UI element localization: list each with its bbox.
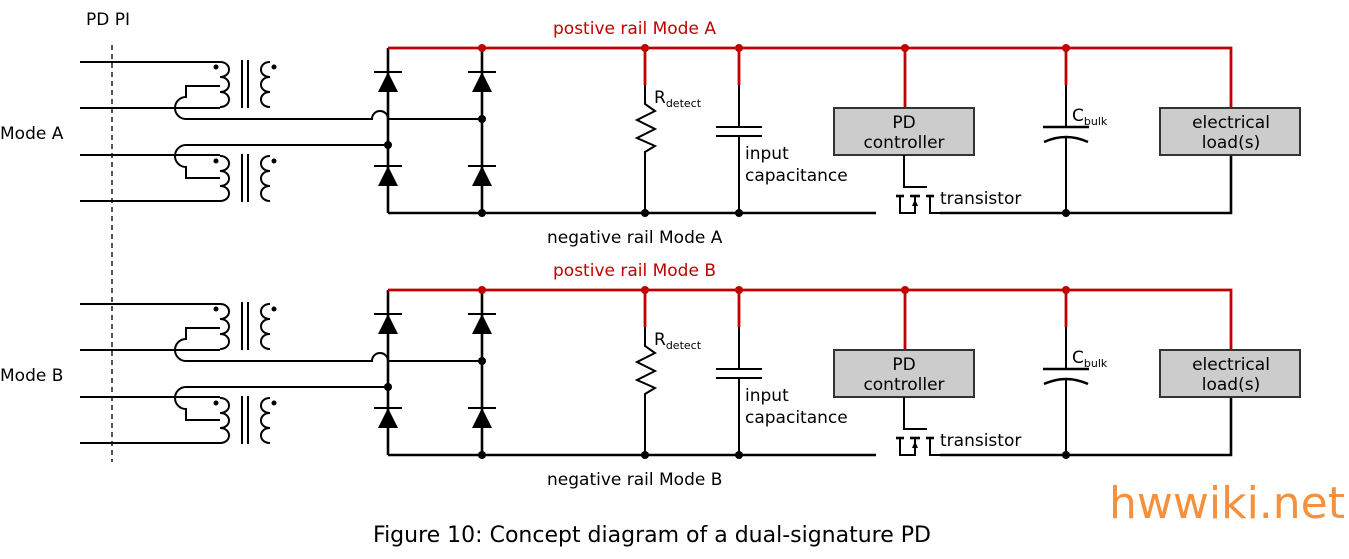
- positive-rail-label: postive rail Mode B: [553, 261, 716, 281]
- input-capacitance-label: input: [745, 144, 789, 164]
- negative-rail-label: negative rail Mode A: [547, 228, 723, 248]
- pd-controller-label: PD: [892, 355, 915, 375]
- diode-icon: [373, 165, 403, 187]
- pd-controller-label: controller: [863, 133, 944, 153]
- electrical-load-label: electrical: [1192, 113, 1270, 133]
- figure-caption: Figure 10: Concept diagram of a dual-sig…: [373, 523, 931, 548]
- input-capacitance-label: capacitance: [745, 166, 848, 186]
- center-tap-wire: [174, 386, 388, 421]
- transistor-label: transistor: [940, 431, 1021, 451]
- positive-rail: [388, 288, 1233, 349]
- transistor-icon: [896, 155, 940, 214]
- mode-label: Mode B: [0, 366, 63, 386]
- r-detect-label: Rdetect: [654, 330, 702, 352]
- r-detect-label: Rdetect: [654, 88, 702, 110]
- transformer-icon: [212, 395, 278, 445]
- transistor-icon: [896, 397, 940, 456]
- resistor-icon: [634, 85, 658, 213]
- negative-rail-label: negative rail Mode B: [547, 470, 722, 490]
- c-bulk-label: Cbulk: [1072, 348, 1108, 370]
- resistor-icon: [634, 327, 658, 455]
- center-tap-wire: [174, 327, 482, 362]
- pd-controller-block: [833, 349, 975, 398]
- electrical-load-label: load(s): [1202, 133, 1260, 153]
- diode-icon: [373, 407, 403, 429]
- pd-pi-label: PD PI: [86, 10, 130, 30]
- mode-a-circuit: Mode A postive rail Mode A negative rail…: [0, 19, 1301, 248]
- diode-icon: [373, 71, 403, 93]
- c-bulk-label: Cbulk: [1072, 106, 1108, 128]
- transformer-icon: [212, 301, 278, 351]
- electrical-load-label: electrical: [1192, 355, 1270, 375]
- mode-label: Mode A: [0, 124, 64, 144]
- electrical-load-label: load(s): [1202, 375, 1260, 395]
- diode-icon: [467, 407, 497, 429]
- pd-controller-label: controller: [863, 375, 944, 395]
- watermark: hwwiki.net: [1109, 478, 1345, 529]
- pd-controller-label: PD: [892, 113, 915, 133]
- input-capacitance-label: input: [745, 386, 789, 406]
- center-tap-wire: [174, 144, 388, 179]
- mode-b-circuit: Mode B postive rail Mode B negative rail…: [0, 261, 1301, 490]
- transformer-icon: [212, 153, 278, 203]
- diode-icon: [467, 165, 497, 187]
- diode-icon: [373, 313, 403, 335]
- electrical-load-block: [1159, 107, 1301, 156]
- electrical-load-block: [1159, 349, 1301, 398]
- input-capacitance-label: capacitance: [745, 408, 848, 428]
- positive-rail: [388, 46, 1233, 107]
- diode-icon: [467, 313, 497, 335]
- diode-icon: [467, 71, 497, 93]
- positive-rail-label: postive rail Mode A: [553, 19, 716, 39]
- center-tap-wire: [174, 85, 482, 120]
- transistor-label: transistor: [940, 189, 1021, 209]
- transformer-icon: [212, 59, 278, 109]
